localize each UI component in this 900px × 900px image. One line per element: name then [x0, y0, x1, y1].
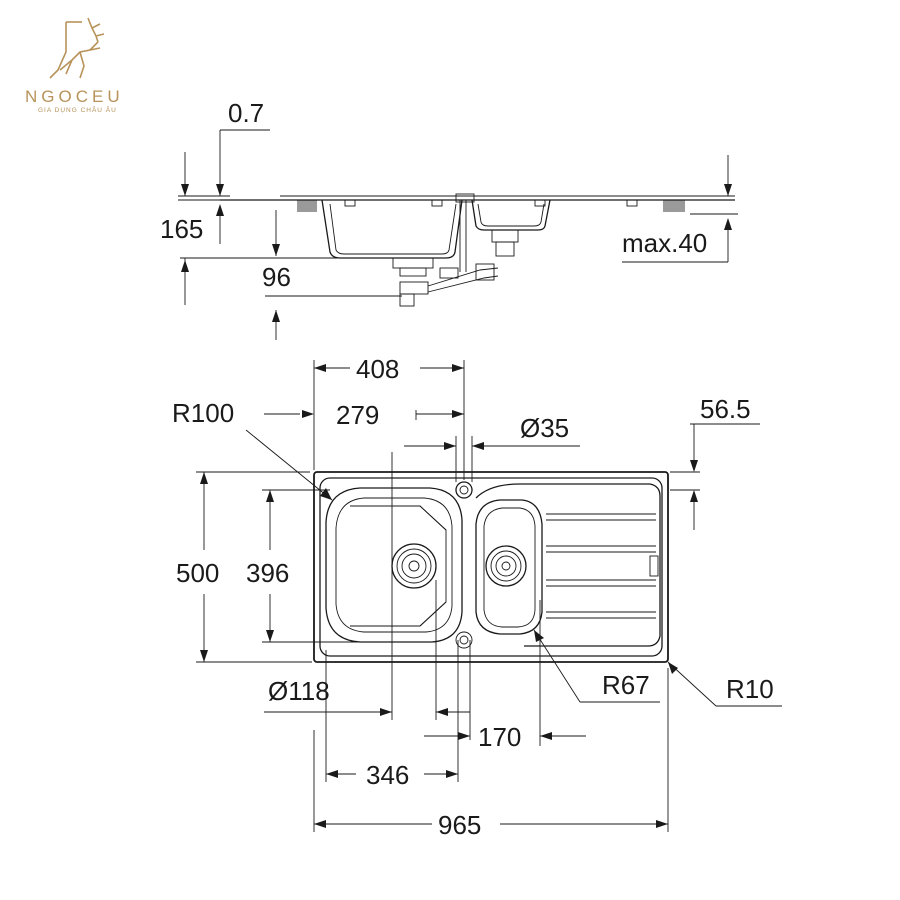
dim-corner-radius-bowl: R100 — [172, 398, 234, 428]
dim-overall-depth: 500 — [176, 558, 219, 588]
dim-drain-diameter: Ø118 — [268, 676, 330, 706]
deer-logo-icon — [49, 17, 105, 79]
dim-tap-hole: Ø35 — [520, 413, 569, 443]
dim-overall-width: 965 — [438, 810, 481, 840]
dim-tap-offset: 56.5 — [700, 394, 751, 424]
dim-bowl-depth: 96 — [262, 262, 291, 292]
brand-name: NGOCEU — [25, 87, 124, 106]
dim-depth: 165 — [160, 214, 203, 244]
top-view: 408 R100 279 Ø35 56.5 — [172, 354, 782, 840]
dim-thickness: 0.7 — [228, 98, 264, 128]
dim-drain-to-center: 346 — [366, 760, 409, 790]
brand-tagline: GIA DỤNG CHÂU ÂU — [38, 105, 117, 114]
dim-drain-offset: 279 — [336, 400, 379, 430]
side-view: 0.7 165 96 max.40 — [160, 98, 738, 340]
dim-small-bowl-radius: R67 — [602, 670, 650, 700]
dim-drain-spacing: 170 — [478, 722, 521, 752]
dim-bowl-length: 396 — [246, 558, 289, 588]
dim-max-height: max.40 — [622, 228, 707, 258]
dim-bowl-width: 408 — [356, 354, 399, 384]
brand-logo: NGOCEU GIA DỤNG CHÂU ÂU — [25, 17, 124, 114]
dim-outer-radius: R10 — [726, 674, 774, 704]
